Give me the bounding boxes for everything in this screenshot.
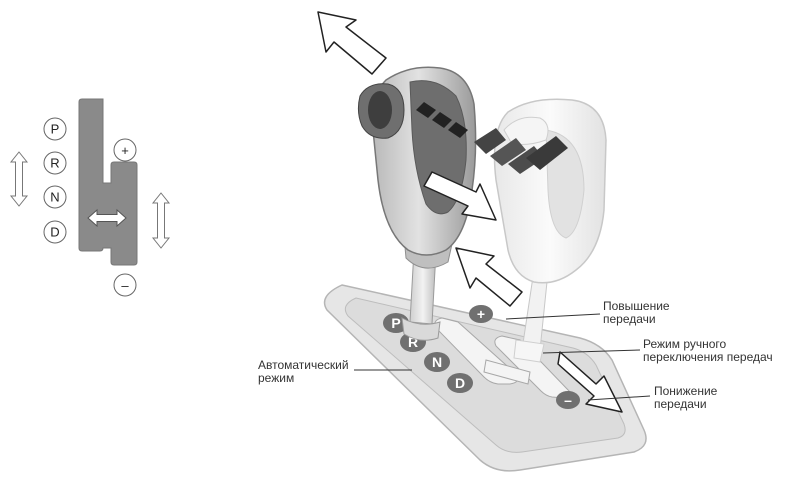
label-downshift: Понижение передачи bbox=[654, 385, 717, 411]
gate-minus-label: – bbox=[121, 278, 129, 293]
plate-gear-n: N bbox=[424, 352, 450, 372]
plate-gear-r-label: R bbox=[408, 334, 418, 350]
leader-upshift bbox=[505, 313, 601, 320]
plate-cross-slot bbox=[483, 359, 531, 385]
gate-schematic: P R N D + – bbox=[9, 98, 171, 297]
manual-double-arrow-icon bbox=[151, 192, 171, 249]
label-auto-mode: Автоматический режим bbox=[258, 359, 349, 385]
label-manual-mode-line1: Режим ручного bbox=[643, 337, 727, 351]
leader-downshift bbox=[587, 395, 651, 401]
arrow-upshift-icon bbox=[455, 247, 523, 307]
label-auto-mode-line2: режим bbox=[258, 371, 295, 385]
plate-minus: – bbox=[556, 391, 580, 409]
plate-plus: + bbox=[469, 305, 493, 323]
plate-plus-label: + bbox=[477, 306, 485, 322]
gate-gear-d-label: D bbox=[50, 225, 59, 240]
ghost-knob-button bbox=[503, 116, 549, 145]
gate-gear-r: R bbox=[43, 151, 67, 175]
plate-gear-p-label: P bbox=[391, 315, 400, 331]
plate-gear-d-label: D bbox=[455, 375, 465, 391]
leader-manual-mode bbox=[542, 349, 641, 354]
main-lever-base bbox=[401, 317, 441, 341]
gate-plus: + bbox=[113, 138, 137, 162]
gate-slot-shape bbox=[78, 98, 138, 266]
plate-gear-d: D bbox=[447, 373, 473, 393]
label-auto-mode-line1: Автоматический bbox=[258, 358, 349, 372]
ghost-lever-stem-base bbox=[513, 339, 545, 363]
label-manual-mode: Режим ручного переключения передач bbox=[643, 338, 773, 364]
ghost-lever bbox=[493, 98, 607, 363]
gate-gear-r-label: R bbox=[50, 156, 59, 171]
label-downshift-line2: передачи bbox=[654, 397, 707, 411]
gate-gear-p: P bbox=[43, 117, 67, 141]
horizontal-double-arrow-icon bbox=[87, 208, 127, 228]
gate-gear-n: N bbox=[43, 185, 67, 209]
arrow-to-manual-icon bbox=[423, 171, 497, 221]
label-upshift-line1: Повышение bbox=[603, 299, 670, 313]
gate-gear-d: D bbox=[43, 220, 67, 244]
label-downshift-line1: Понижение bbox=[654, 384, 718, 398]
plate-gear-n-label: N bbox=[432, 354, 442, 370]
gate-minus: – bbox=[113, 273, 137, 297]
gate-gear-p-label: P bbox=[51, 122, 60, 137]
arrow-downshift-icon bbox=[557, 351, 623, 413]
label-manual-mode-line2: переключения передач bbox=[643, 350, 773, 364]
vertical-double-arrow-icon bbox=[9, 151, 29, 207]
plate-minus-label: – bbox=[564, 392, 572, 408]
motion-band bbox=[416, 102, 568, 174]
gate-plus-label: + bbox=[121, 143, 129, 158]
gate-gear-n-label: N bbox=[50, 190, 59, 205]
label-upshift-line2: передачи bbox=[603, 312, 656, 326]
shifter-plate: P R N D + – bbox=[323, 284, 647, 472]
label-upshift: Повышение передачи bbox=[603, 300, 670, 326]
main-knob-button-face bbox=[368, 91, 392, 129]
arrow-forward-icon bbox=[317, 11, 387, 75]
